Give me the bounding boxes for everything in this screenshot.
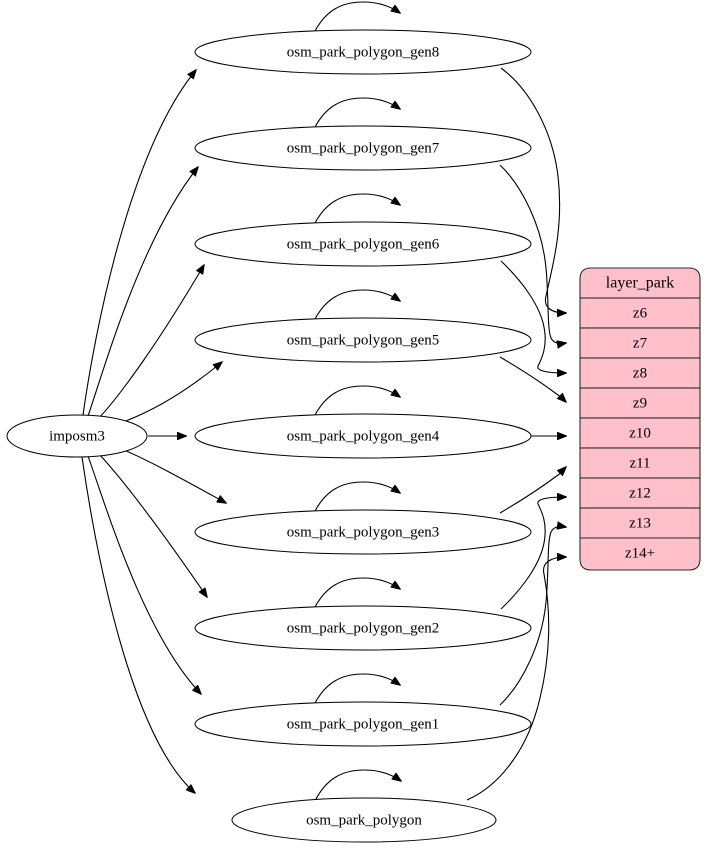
edge-selfloop-gen4 [313, 385, 400, 418]
table-row-z13-cell[interactable] [579, 507, 701, 539]
edge-imposm3-to-base [81, 456, 195, 793]
edge-selfloop-gen5 [313, 289, 400, 322]
node-gen1-label: osm_park_polygon_gen1 [287, 716, 439, 732]
edge-imposm3-to-gen5 [122, 362, 222, 423]
table-row-z10-label: z10 [629, 425, 651, 441]
table-row-z9-label: z9 [633, 395, 647, 411]
layer-park-table[interactable]: layer_park z6 z7 z8 z9 z10 z11 z12 z13 z… [579, 267, 701, 571]
edge-base-to-z14plus [466, 557, 566, 801]
node-imposm3-label: imposm3 [49, 428, 105, 444]
node-gen1[interactable]: osm_park_polygon_gen1 [194, 701, 532, 747]
node-gen6-shape[interactable] [194, 221, 532, 267]
table-row-z7-cell[interactable] [579, 327, 701, 359]
node-gen2-shape[interactable] [194, 605, 532, 651]
edge-gen7-to-z7 [499, 164, 566, 343]
edge-selfloop-gen1 [313, 673, 400, 706]
node-gen5-shape[interactable] [194, 317, 532, 363]
node-gen4[interactable]: osm_park_polygon_gen4 [194, 413, 532, 459]
table-row-z11-label: z11 [629, 455, 650, 471]
node-gen3-shape[interactable] [194, 509, 532, 555]
node-gen7[interactable]: osm_park_polygon_gen7 [194, 125, 532, 171]
node-base[interactable]: osm_park_polygon [231, 797, 497, 843]
table-row-z14plus-label: z14+ [625, 545, 655, 561]
table-row-z12-label: z12 [629, 485, 651, 501]
node-gen6-label: osm_park_polygon_gen6 [287, 236, 440, 252]
node-gen8-shape[interactable] [194, 29, 532, 75]
table-header-label: layer_park [606, 275, 674, 292]
node-gen3-label: osm_park_polygon_gen3 [287, 524, 439, 540]
table-row-z14plus-cell[interactable] [579, 537, 701, 571]
edge-imposm3-to-gen7 [87, 167, 198, 417]
node-gen3[interactable]: osm_park_polygon_gen3 [194, 509, 532, 555]
edge-gen2-to-z12 [500, 497, 566, 610]
edge-gen1-to-z13 [499, 527, 566, 706]
node-base-label: osm_park_polygon [306, 812, 422, 828]
edges-fanout-group [81, 70, 226, 793]
node-gen7-label: osm_park_polygon_gen7 [287, 140, 440, 156]
node-gen1-shape[interactable] [194, 701, 532, 747]
table-row-z11-cell[interactable] [579, 447, 701, 479]
table-row-z13-label: z13 [629, 515, 651, 531]
node-gen2[interactable]: osm_park_polygon_gen2 [194, 605, 532, 651]
node-imposm3-shape[interactable] [6, 414, 148, 458]
edge-gen3-to-z11 [499, 467, 566, 514]
node-gen5[interactable]: osm_park_polygon_gen5 [194, 317, 532, 363]
edge-imposm3-to-gen6 [98, 265, 204, 419]
table-row-z8-cell[interactable] [579, 357, 701, 389]
node-gen4-shape[interactable] [194, 413, 532, 459]
table-row-z7-label: z7 [633, 335, 648, 351]
edges-to-layer-group [466, 67, 566, 801]
edge-selfloop-gen8 [313, 1, 400, 34]
table-row-z8-label: z8 [633, 365, 647, 381]
edge-imposm3-to-gen1 [87, 455, 201, 694]
edge-imposm3-to-gen3 [123, 449, 226, 503]
table-row-z6-label: z6 [633, 305, 648, 321]
edge-selfloop-gen7 [313, 97, 400, 130]
node-imposm3[interactable]: imposm3 [6, 414, 148, 458]
edge-gen5-to-z9 [499, 356, 566, 402]
node-gen8-label: osm_park_polygon_gen8 [287, 44, 439, 60]
node-gen5-label: osm_park_polygon_gen5 [287, 332, 439, 348]
edge-gen8-to-z6 [500, 67, 566, 313]
table-row-z10-cell[interactable] [579, 417, 701, 449]
node-gen6[interactable]: osm_park_polygon_gen6 [194, 221, 532, 267]
edge-selfloop-base [314, 769, 401, 802]
edge-selfloop-gen2 [313, 577, 400, 610]
node-gen7-shape[interactable] [194, 125, 532, 171]
edge-imposm3-to-gen2 [98, 453, 207, 597]
node-gen8[interactable]: osm_park_polygon_gen8 [194, 29, 532, 75]
edges-selfloop-group [313, 1, 401, 802]
node-gen4-label: osm_park_polygon_gen4 [287, 428, 440, 444]
table-row-z12-cell[interactable] [579, 477, 701, 509]
edge-selfloop-gen3 [313, 481, 400, 514]
edge-imposm3-to-gen8 [82, 70, 196, 416]
edge-selfloop-gen6 [313, 193, 400, 226]
node-gen2-label: osm_park_polygon_gen2 [287, 620, 439, 636]
table-row-z9-cell[interactable] [579, 387, 701, 419]
node-base-shape[interactable] [231, 797, 497, 843]
table-row-z6-cell[interactable] [579, 297, 701, 329]
edge-gen6-to-z8 [500, 260, 566, 373]
